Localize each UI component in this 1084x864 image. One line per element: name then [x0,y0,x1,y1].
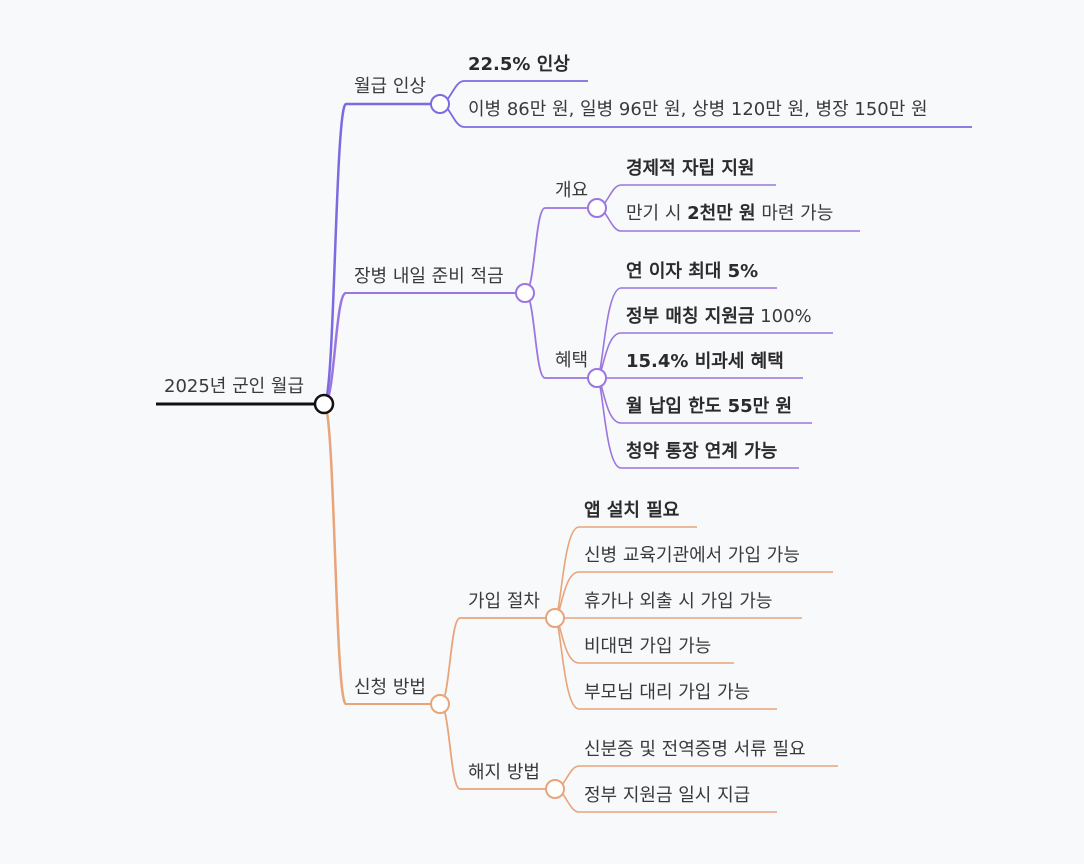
apply-label: 신청 방법 [354,677,426,698]
salary-leaf-ranks: 이병 86만 원, 일병 96만 원, 상병 120만 원, 병장 150만 원 [468,99,928,120]
overview-leaf-support: 경제적 자립 지원 [626,158,755,179]
cancel-leaf-payout: 정부 지원금 일시 지급 [584,785,751,806]
salary-node[interactable] [430,94,450,114]
benefits-leaf-taxfree: 15.4% 비과세 혜택 [626,351,784,372]
cancel-node[interactable] [545,779,565,799]
maturity-amount: 2천만 원 [687,203,756,224]
overview-leaf-maturity: 만기 시 2천만 원 마련 가능 [626,203,833,225]
join-leaf-leave: 휴가나 외출 시 가입 가능 [584,591,773,612]
connector-apply-cancel [439,703,461,790]
maturity-pre-text: 만기 시 [626,203,688,224]
cancel-label: 해지 방법 [468,762,540,783]
apply-node[interactable] [430,694,450,714]
benefits-leaf-housing: 청약 통장 연계 가능 [626,441,778,462]
matching-bold-text: 정부 매칭 지원금 [626,306,755,327]
savings-label: 장병 내일 준비 적금 [354,266,504,287]
connector-savings-overview [524,207,546,294]
salary-label: 월급 인상 [354,76,426,97]
root-label: 2025년 군인 월급 [164,376,305,397]
overview-node[interactable] [587,198,607,218]
join-leaf-parents: 부모님 대리 가입 가능 [584,682,751,703]
root-node[interactable] [313,393,335,415]
benefits-leaf-limit: 월 납입 한도 55만 원 [626,396,793,417]
join-leaf-online: 비대면 가입 가능 [584,636,712,657]
maturity-post-text: 마련 가능 [755,203,834,224]
benefits-label: 혜택 [555,350,589,371]
join-leaf-app: 앱 설치 필요 [584,500,680,521]
benefits-node[interactable] [587,368,607,388]
join-node[interactable] [545,608,565,628]
salary-leaf-raise: 22.5% 인상 [468,54,570,75]
connector-savings-benefits [524,292,546,379]
overview-label: 개요 [555,180,589,201]
savings-node[interactable] [515,283,535,303]
connector-root-apply [322,402,348,706]
benefits-leaf-interest: 연 이자 최대 5% [626,261,759,282]
connector-apply-join [439,617,461,705]
connector-root-salary [322,102,348,406]
connector-join-5 [554,617,580,710]
cancel-leaf-docs: 신분증 및 전역증명 서류 필요 [584,739,806,760]
join-leaf-training: 신병 교육기관에서 가입 가능 [584,545,800,566]
matching-post-text: 100% [754,306,812,327]
join-label: 가입 절차 [468,591,540,612]
benefits-leaf-matching: 정부 매칭 지원금 100% [626,306,812,328]
